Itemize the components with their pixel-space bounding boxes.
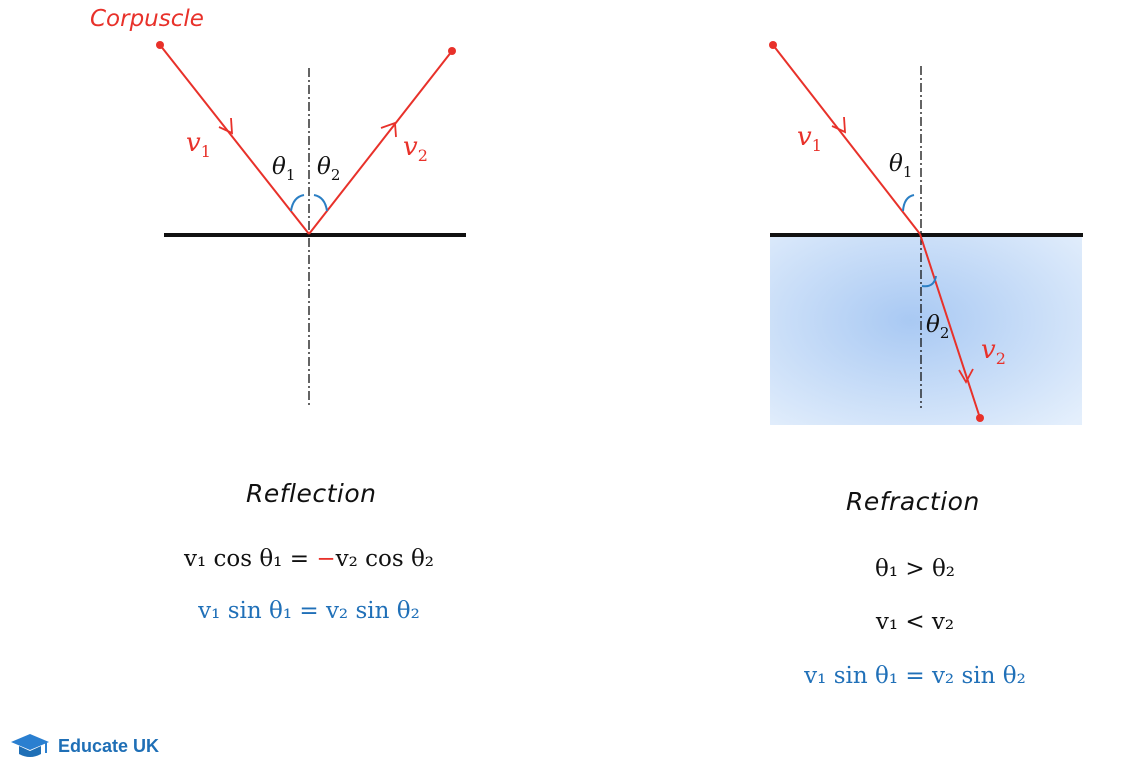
refraction-refracted-ray — [919, 233, 981, 419]
reflection-equation-cos-rhs: v₂ cos θ₂ — [335, 546, 435, 572]
refraction-equation-sin: v₁ sin θ₁ = v₂ sin θ₂ — [804, 663, 1026, 689]
refraction-incident-point — [769, 41, 777, 49]
reflection-theta2-label: θ2 — [317, 154, 340, 184]
refraction-v1-label: v1 — [797, 122, 822, 155]
refraction-theta1-label: θ1 — [889, 151, 912, 181]
reflection-angle-arc-1 — [290, 194, 305, 212]
refraction-theta2-label: θ2 — [926, 312, 949, 342]
refraction-v2-label: v2 — [981, 335, 1006, 368]
educate-uk-logo: Educate UK — [10, 728, 159, 764]
reflection-incident-point — [156, 41, 164, 49]
reflection-angle-arc-2 — [313, 194, 328, 212]
reflection-v1-label: v1 — [186, 128, 211, 161]
refraction-diagram — [769, 41, 1083, 425]
reflection-v2-label: v2 — [403, 132, 428, 165]
logo-text: Educate UK — [58, 735, 160, 756]
reflection-reflected-ray — [308, 50, 453, 235]
refraction-equation-speeds: v₁ < v₂ — [875, 609, 955, 635]
refraction-equation-angles: θ₁ > θ₂ — [874, 556, 956, 582]
reflection-reflected-point — [448, 47, 456, 55]
refraction-angle-arc-2 — [921, 275, 937, 288]
reflection-equation-sin: v₁ sin θ₁ = v₂ sin θ₂ — [198, 598, 420, 624]
reflection-diagram — [156, 41, 466, 408]
corpuscle-label: Corpuscle — [90, 6, 204, 32]
reflection-theta1-label: θ1 — [272, 154, 295, 184]
refraction-refracted-point — [976, 414, 984, 422]
reflection-caption: Reflection — [246, 479, 377, 508]
reflection-incident-arrow — [218, 117, 233, 135]
reflection-reflected-arrow — [380, 121, 397, 138]
refraction-incident-ray — [772, 44, 921, 235]
refraction-refracted-arrow — [958, 368, 974, 384]
reflection-equation-cos-minus: − — [316, 546, 336, 572]
refraction-incident-arrow — [831, 116, 846, 134]
reflection-equation-cos: v₁ cos θ₁ = −v₂ cos θ₂ — [164, 546, 454, 572]
reflection-equation-cos-lhs: v₁ cos θ₁ = — [183, 546, 309, 572]
refraction-caption: Refraction — [846, 487, 980, 516]
graduation-cap-icon — [11, 734, 49, 757]
refraction-angle-arc-1 — [902, 194, 915, 212]
reflection-incident-ray — [159, 44, 310, 235]
refraction-medium — [770, 235, 1082, 425]
